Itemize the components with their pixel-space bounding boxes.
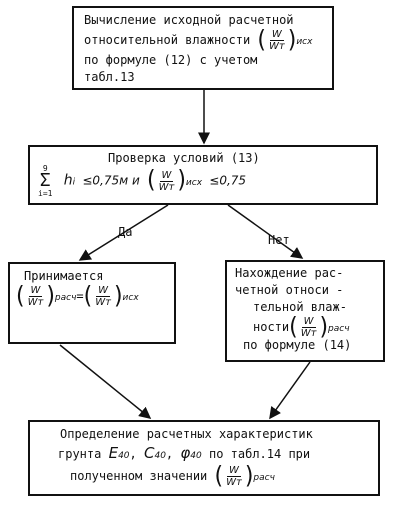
sum-bottom: i=1 <box>38 189 53 198</box>
yes-label: Да <box>118 225 133 239</box>
cond2: ≤0,75 <box>209 173 247 188</box>
accept-left-num: W <box>28 285 43 297</box>
start-frac-den: Wт <box>269 41 285 52</box>
result-frac-den: Wт <box>226 477 242 488</box>
accept-eq: = <box>76 289 84 303</box>
check-line1: Проверка условий (13) <box>108 151 260 165</box>
sum-top: 9 <box>42 164 48 173</box>
arrow-compute-to-result <box>269 361 311 420</box>
compute-line3: тельной влаж- <box>253 300 347 314</box>
arrow-accept-to-result <box>59 344 152 419</box>
accept-right-sub: исх <box>122 293 139 303</box>
result-c: C <box>143 444 155 462</box>
result-e: E <box>108 444 119 462</box>
compute-line2: четной относи - <box>235 283 344 297</box>
start-line4: табл.13 <box>84 70 135 84</box>
accept-line1: Принимается <box>24 269 104 283</box>
accept-left-sub: расч <box>54 293 77 303</box>
result-c-sub: 40 <box>154 451 166 461</box>
cond1-var: h <box>63 172 73 189</box>
result-box: Определение расчетных характеристик грун… <box>28 420 380 496</box>
no-label: Нет <box>268 233 290 247</box>
result-line3: полученном значении <box>70 469 208 483</box>
check-frac-num: W <box>159 169 174 182</box>
cond1-sub: i <box>72 177 76 188</box>
start-line1: Вычисление исходной расчетной <box>84 13 294 27</box>
arrow-check-to-accept <box>78 204 169 261</box>
accept-left-den: Wт <box>27 297 44 308</box>
compute-line1: Нахождение рас- <box>235 266 344 280</box>
sum-symbol: 9 Σ i=1 <box>38 164 53 198</box>
result-line2b: по табл.14 при <box>208 447 311 461</box>
compute-box: Нахождение рас- четной относи - тельной … <box>225 260 385 362</box>
arrow-check-to-compute <box>227 204 304 259</box>
result-phi-sub: 40 <box>190 451 202 461</box>
result-line1: Определение расчетных характеристик <box>60 427 313 441</box>
accept-right-num: W <box>96 285 111 297</box>
compute-frac-den: Wт <box>300 328 317 339</box>
check-frac-sub: исх <box>185 177 203 188</box>
cond1-rest: ≤0,75м и <box>82 173 140 188</box>
compute-line4: ности <box>253 320 290 334</box>
start-box: Вычисление исходной расчетной относитель… <box>72 6 334 90</box>
start-line2: относительной влажности <box>84 33 251 47</box>
result-frac-sub: расч <box>253 473 275 483</box>
start-line3: по формуле (12) с учетом <box>84 53 258 67</box>
compute-line5: по формуле (14) <box>243 338 352 352</box>
accept-right-den: Wт <box>95 297 111 308</box>
check-frac-den: Wт <box>158 181 175 193</box>
start-frac-sub: исх <box>296 37 313 47</box>
start-frac-num: W <box>269 29 284 41</box>
result-line2a: грунта <box>58 447 102 461</box>
check-box: Проверка условий (13) 9 Σ i=1 hi ≤0,75м … <box>28 145 378 205</box>
compute-frac-sub: расч <box>328 324 350 334</box>
compute-frac-num: W <box>301 316 316 328</box>
result-phi: φ <box>180 444 191 462</box>
result-e-sub: 40 <box>118 451 130 461</box>
result-frac-num: W <box>227 465 241 477</box>
